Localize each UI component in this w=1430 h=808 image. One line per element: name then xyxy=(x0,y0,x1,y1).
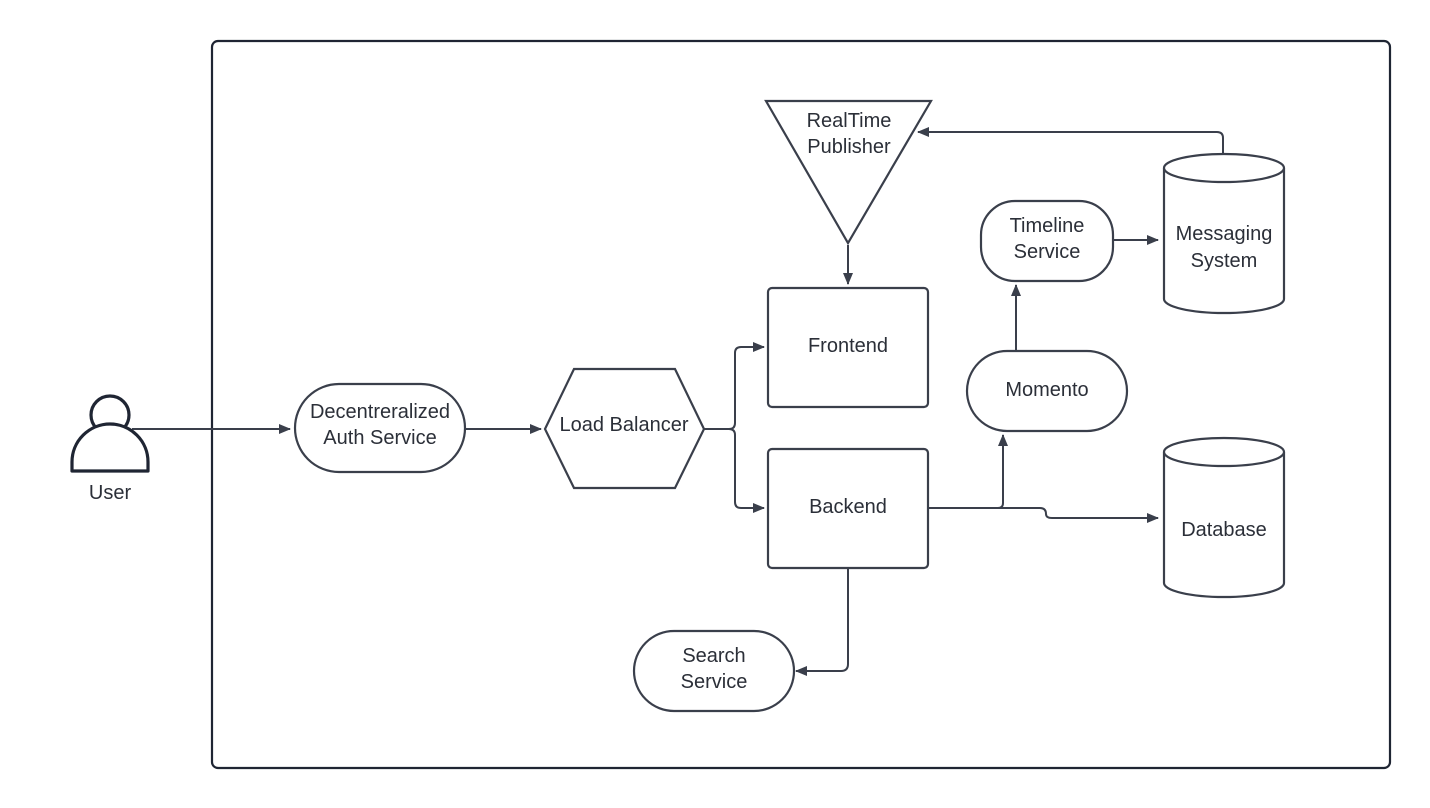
search-service-label-line2: Service xyxy=(681,671,748,693)
search-service-label-line1: Search xyxy=(682,645,745,667)
edge-backend-to-momento xyxy=(929,434,1008,509)
frontend-node[interactable]: Frontend xyxy=(766,286,930,409)
auth-service-node[interactable]: Decentreralized Auth Service xyxy=(293,382,467,474)
backend-node[interactable]: Backend xyxy=(766,447,930,570)
messaging-system-node[interactable]: Messaging System xyxy=(1162,152,1286,315)
auth-service-label-line2: Auth Service xyxy=(323,427,436,449)
database-label: Database xyxy=(1181,519,1267,541)
realtime-publisher-node[interactable]: RealTime Publisher xyxy=(764,99,933,246)
system-boundary xyxy=(210,39,1392,770)
edge-messaging-to-publisher xyxy=(917,127,1224,153)
messaging-system-label-line2: System xyxy=(1191,250,1258,272)
messaging-system-label-line1: Messaging xyxy=(1176,223,1273,245)
edge-loadbalancer-to-frontend xyxy=(704,342,765,430)
frontend-label: Frontend xyxy=(808,335,888,357)
edge-backend-to-database xyxy=(998,507,1159,523)
user-actor[interactable]: User xyxy=(70,394,150,504)
publisher-label-line1: RealTime xyxy=(807,110,892,132)
timeline-service-label-line2: Service xyxy=(1014,241,1081,263)
edges xyxy=(132,127,1224,676)
auth-service-label-line1: Decentreralized xyxy=(310,401,450,423)
momento-label: Momento xyxy=(1005,379,1088,401)
user-icon xyxy=(70,394,150,473)
timeline-service-node[interactable]: Timeline Service xyxy=(979,199,1115,283)
edge-backend-to-search xyxy=(795,569,849,676)
load-balancer-label: Load Balancer xyxy=(560,414,689,436)
timeline-service-label-line1: Timeline xyxy=(1010,215,1085,237)
database-node[interactable]: Database xyxy=(1162,436,1286,599)
publisher-label-line2: Publisher xyxy=(807,136,891,158)
search-service-node[interactable]: Search Service xyxy=(632,629,796,713)
backend-label: Backend xyxy=(809,496,887,518)
momento-node[interactable]: Momento xyxy=(965,349,1129,433)
user-label: User xyxy=(89,482,132,504)
edge-loadbalancer-to-backend xyxy=(728,428,765,513)
load-balancer-node[interactable]: Load Balancer xyxy=(543,367,706,490)
